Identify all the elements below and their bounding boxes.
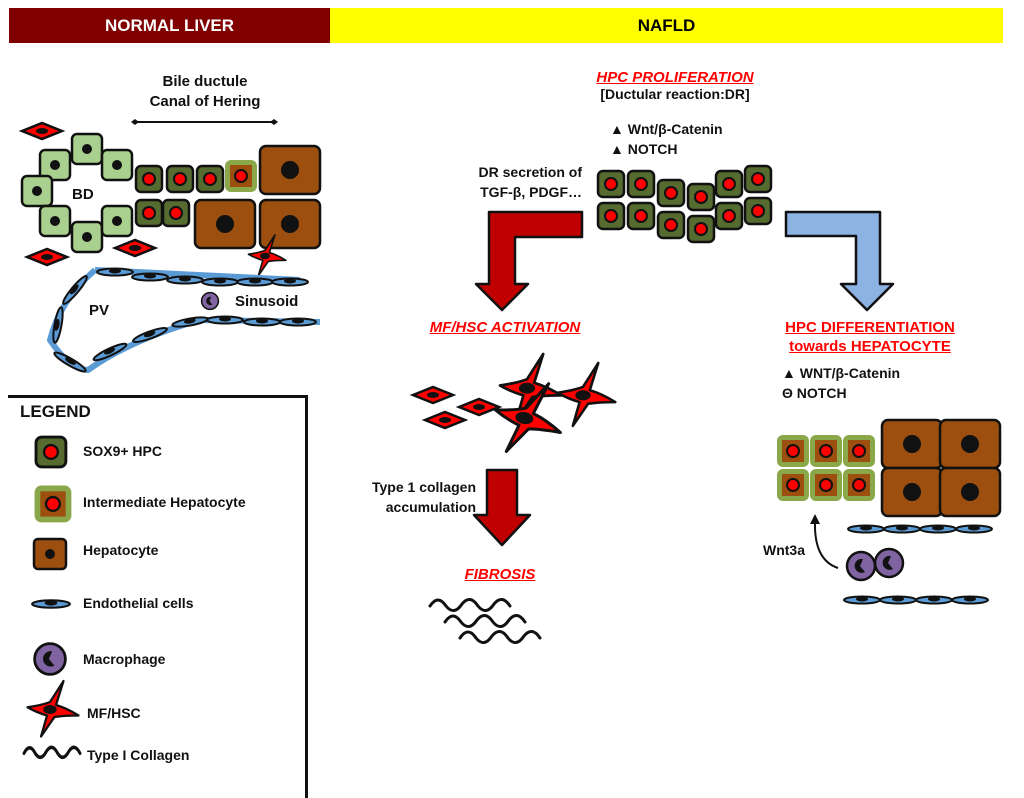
intermediate-hepatocyte	[224, 159, 258, 193]
legend-label-macrophage: Macrophage	[83, 651, 166, 667]
dr-secretion-label: DR secretion of TGF-β, PDGF…	[420, 162, 582, 202]
wnt3a-arrow	[813, 521, 839, 569]
normal-liver-header: NORMAL LIVER	[9, 8, 330, 43]
nafld-header: NAFLD	[330, 8, 1003, 43]
wnt3a-arrow-head	[810, 514, 820, 524]
ductular-reaction-subtitle: [Ductular reaction:DR]	[600, 86, 750, 102]
canal-bracket	[131, 119, 278, 125]
hepatocyte-icon	[32, 537, 68, 571]
legend-title: LEGEND	[20, 402, 91, 421]
fibrosis-collagen-fibers	[428, 597, 542, 645]
hpc-proliferation-signals: ▲ Wnt/β-Catenin ▲ NOTCH	[610, 119, 723, 159]
legend-label-endothelial: Endothelial cells	[83, 595, 194, 611]
normal-liver-title: NORMAL LIVER	[104, 15, 235, 35]
legend-label-mf-hsc: MF/HSC	[87, 705, 141, 721]
nafld-macrophages	[845, 547, 905, 582]
wnt3a-label: Wnt3a	[763, 542, 805, 558]
signal-notch: ▲ NOTCH	[610, 141, 678, 157]
intermediate-hepatocyte-cluster	[776, 434, 876, 502]
differentiation-line1: HPC DIFFERENTIATION	[785, 319, 955, 336]
differentiation-signals: ▲ WNT/β-Catenin Θ NOTCH	[782, 363, 900, 403]
red-arrow-to-mf-hsc	[474, 210, 584, 312]
proliferating-hpc-cluster	[596, 164, 773, 244]
nafld-endothelium-lower	[843, 595, 989, 605]
collagen-icon	[22, 745, 82, 760]
bile-ductule-text: Bile ductule	[162, 73, 248, 90]
legend-label-collagen: Type I Collagen	[87, 747, 190, 763]
canal-of-hering-text: Canal of Hering	[149, 93, 261, 110]
nafld-endothelium-upper	[847, 524, 993, 534]
bile-ductule-label: Bile ductule Canal of Hering	[130, 72, 280, 112]
collagen-accumulation-label: Type 1 collagen accumulation	[320, 477, 476, 517]
dr-secretion-line1: DR secretion of	[478, 164, 582, 180]
pv-label: PV	[89, 302, 110, 319]
normal-hepatocytes	[193, 144, 322, 250]
legend-label-hepatocyte: Hepatocyte	[83, 542, 159, 558]
blue-arrow-to-differentiation	[784, 210, 895, 312]
red-arrow-to-fibrosis	[472, 468, 532, 547]
bd-label: BD	[72, 186, 94, 203]
sinusoid-macrophage	[200, 291, 220, 311]
legend-box	[8, 395, 308, 798]
legend-label-sox9-hpc: SOX9+ HPC	[83, 443, 162, 459]
sinusoid-label: Sinusoid	[235, 293, 299, 310]
hpc-differentiation-title: HPC DIFFERENTIATION towards HEPATOCYTE	[760, 318, 980, 356]
signal-notch-inhibited: Θ NOTCH	[782, 385, 847, 401]
fibrosis-title: FIBROSIS	[464, 566, 536, 583]
activated-mf-hsc-cluster	[411, 352, 617, 462]
dr-secretion-line2: TGF-β, PDGF…	[480, 184, 582, 200]
legend-label-intermediate-hepatocyte: Intermediate Hepatocyte	[83, 494, 246, 510]
differentiation-line2: towards HEPATOCYTE	[789, 338, 951, 355]
signal-wnt-up: ▲ WNT/β-Catenin	[782, 365, 901, 381]
collagen-line2: accumulation	[385, 499, 476, 515]
hpc-proliferation-title: HPC PROLIFERATION	[596, 69, 754, 86]
sinusoid-endothelium	[50, 267, 317, 376]
nafld-title: NAFLD	[637, 15, 696, 35]
collagen-line1: Type 1 collagen	[372, 479, 476, 495]
hpc-proliferation-block: HPC PROLIFERATION [Ductular reaction:DR]	[560, 69, 790, 103]
mf-hsc-activation-title: MF/HSC ACTIVATION	[429, 319, 581, 336]
differentiated-hepatocytes	[880, 418, 1002, 518]
signal-wnt: ▲ Wnt/β-Catenin	[610, 121, 723, 137]
